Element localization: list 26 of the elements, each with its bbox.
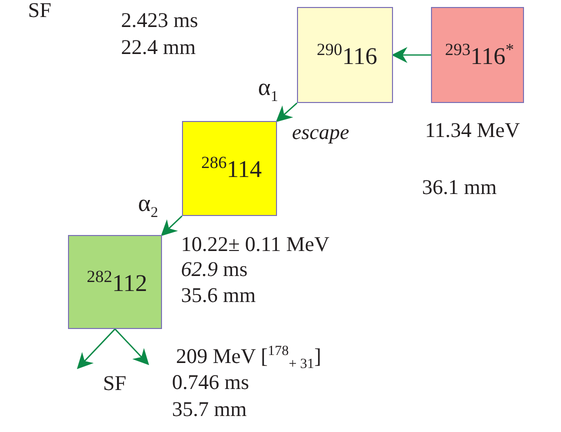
half-life-label: 0.746 ms [172,372,250,393]
nuclide-box [68,235,162,329]
arrow [76,328,116,370]
nuclide-box [297,7,393,103]
decay-mode-label: SF [28,0,52,21]
nuclide-box [182,121,277,216]
arrow [160,216,182,236]
distance-label: 35.6 mm [181,285,256,306]
nuclide-label: $^{286}$114 [200,153,262,184]
energy-label: 209 MeV [$^{178}$$_{+ 31}$] [176,345,322,372]
decay-mode-label: SF [103,373,126,394]
arrow [114,328,150,366]
nuclide-label: $^{293}$116$^{*}$ [444,40,514,70]
note-label: escape [292,122,350,143]
arrow [276,102,298,122]
nuclide-label: $^{282}$112 [86,266,148,298]
distance-label: 36.1 mm [422,177,497,198]
arrow [391,47,431,63]
half-life-label: 2.423 ms [121,10,198,31]
nuclide-box [431,7,524,103]
half-life-label: 62.9 ms [181,259,248,280]
distance-label: 35.7 mm [172,399,247,420]
distance-label: 22.4 mm [121,37,196,58]
energy-label: 10.22± 0.11 MeV [181,234,330,255]
nuclide-label: $^{290}$116 [316,40,378,70]
energy-label: 11.34 MeV [425,120,520,141]
